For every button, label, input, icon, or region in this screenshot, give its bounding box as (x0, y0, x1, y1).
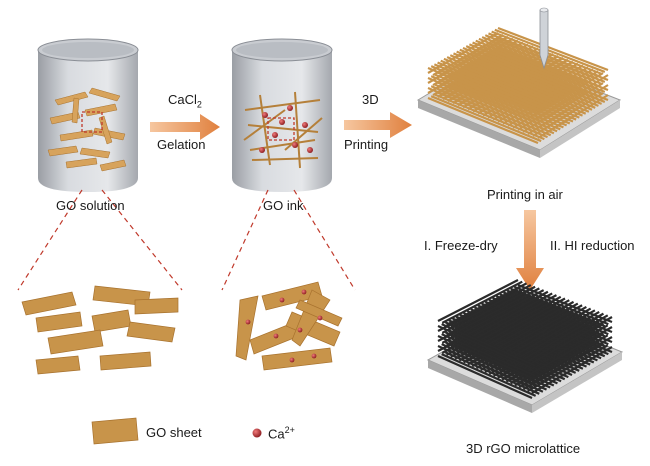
legend-go-sheet-label: GO sheet (146, 425, 202, 440)
lattice-filament (437, 354, 533, 400)
lattice-filament (537, 84, 609, 129)
lattice-filament (430, 75, 542, 123)
label-gelation: Gelation (157, 137, 206, 152)
lattice-filament (505, 305, 587, 353)
arrow-gelation (150, 114, 220, 140)
lattice-filament (531, 336, 613, 384)
lattice-filament (441, 280, 523, 324)
legend-ca-label: Ca2+ (268, 425, 295, 441)
lattice-filament (453, 52, 564, 99)
legend-ca-text: Ca (268, 426, 285, 442)
lattice-filament (537, 94, 609, 139)
arrow-3d-printing (344, 112, 412, 138)
lattice-filament (449, 54, 561, 101)
lattice-filament (427, 96, 539, 145)
zoom-lines (17, 189, 356, 291)
label-cacl2: CaCl2 (168, 92, 202, 110)
lattice-filament (480, 295, 562, 342)
lattice-filament (437, 324, 533, 370)
lattice-filament (527, 324, 609, 373)
lattice-filament (531, 326, 613, 374)
lattice-filament (468, 43, 580, 89)
lattice-filament (427, 66, 539, 115)
label-printing-in-air: Printing in air (487, 187, 563, 202)
arrow-freeze-reduce (516, 210, 544, 290)
label-go-ink: GO ink (263, 198, 304, 213)
lattice-filament (501, 304, 583, 351)
lattice-filament (450, 284, 532, 328)
lattice-filament (430, 95, 542, 143)
lattice-filament (510, 307, 592, 355)
lattice-filament (494, 28, 606, 73)
lattice-filament (465, 45, 577, 91)
lattice-filament (467, 290, 549, 336)
printed-lattice-go (416, 7, 622, 158)
lattice-filament (441, 353, 537, 397)
lattice-filament (443, 57, 555, 105)
lattice-filament (458, 287, 540, 332)
lattice-filament (472, 41, 583, 87)
lattice-filament (459, 48, 571, 95)
lattice-filament (430, 65, 542, 113)
legend-ca-sup: 2+ (284, 425, 295, 435)
lattice-filament (430, 85, 542, 133)
lattice-filament (478, 37, 590, 83)
lattice-filament (471, 292, 553, 338)
lattice-filament (441, 323, 537, 367)
zoom-go-ink-network (235, 281, 343, 371)
label-go-solution: GO solution (56, 198, 125, 213)
lattice-filament (441, 333, 537, 377)
lattice-filament (493, 300, 575, 347)
legend-go-sheet-swatch (91, 417, 139, 445)
lattice-filament (437, 61, 548, 109)
lattice-filament (433, 63, 545, 111)
lattice-filament (463, 289, 545, 334)
lattice-filament (437, 344, 533, 390)
label-printing: Printing (344, 137, 389, 152)
lattice-filament (514, 309, 596, 357)
label-hi-reduction: II. HI reduction (550, 238, 635, 253)
label-freeze-dry: I. Freeze-dry (424, 238, 498, 253)
label-cacl2-text: CaCl (168, 92, 197, 107)
lattice-filament (527, 334, 609, 383)
rgo-microlattice (426, 279, 624, 413)
lattice-filament (537, 74, 609, 119)
lattice-filament (518, 310, 600, 359)
lattice-filament (531, 316, 613, 364)
beaker-go-solution (37, 38, 139, 192)
beaker-go-ink (231, 38, 333, 192)
label-rgo-microlattice: 3D rGO microlattice (466, 441, 581, 456)
lattice-filament (497, 26, 609, 72)
label-cacl2-sub: 2 (196, 99, 202, 110)
lattice-filament (475, 39, 587, 85)
lattice-filament (497, 302, 579, 349)
legend-ca-swatch (252, 428, 262, 438)
lattice-filament (522, 312, 604, 361)
lattice-filament (437, 334, 533, 380)
lattice-filament (427, 86, 539, 135)
lattice-filament (481, 36, 593, 81)
lattice-filament (527, 344, 609, 393)
label-3d: 3D (362, 92, 379, 107)
lattice-filament (527, 314, 609, 363)
lattice-filament (531, 346, 613, 394)
lattice-filament (456, 50, 568, 97)
lattice-filament (441, 343, 537, 387)
zoom-go-sheets (21, 285, 179, 375)
lattice-filament (446, 56, 558, 103)
lattice-filament (484, 297, 566, 343)
lattice-filament (440, 59, 552, 107)
lattice-filament (475, 294, 557, 340)
lattice-filament (488, 299, 570, 345)
lattice-filament (446, 282, 528, 326)
lattice-filament (437, 279, 519, 322)
lattice-filament (462, 46, 574, 93)
lattice-filament (427, 76, 539, 125)
lattice-filament (454, 285, 536, 330)
